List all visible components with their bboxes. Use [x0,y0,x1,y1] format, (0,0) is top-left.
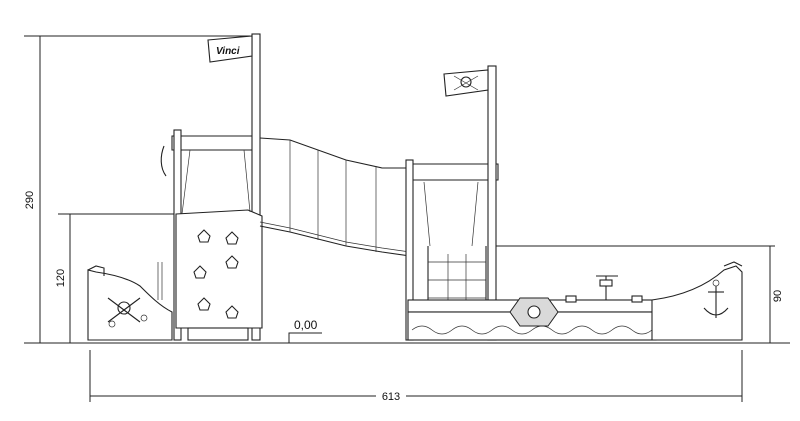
ship-hull [407,275,657,341]
dimension-right-platform-height: 90 [490,245,784,343]
dim-length-613-label: 613 [382,391,400,403]
climbing-holds [193,229,239,319]
ground-level-label: 0,00 [294,318,318,332]
ground-level-marker: 0,00 [288,318,322,343]
rope-bridge [259,137,411,257]
dimension-overall-length: 613 [89,350,743,403]
skull-crossbones-left [107,297,148,328]
left-ship-bow [87,262,173,341]
flag-brand-text: Vinci [216,46,240,57]
dim-height-120-label: 120 [55,269,67,287]
left-flag: Vinci [207,35,253,63]
right-flag [443,69,489,97]
right-tower [405,65,499,341]
dim-height-90-label: 90 [772,290,784,302]
left-tower [160,33,263,341]
dim-height-290-label: 290 [24,191,36,209]
dimension-overall-height: 290 [24,35,250,343]
dimension-left-platform-height: 120 [55,213,180,343]
periscope-item [596,275,618,300]
ship-steering-wheel [509,297,559,327]
anchor-icon [703,279,729,318]
right-ship-stern [651,261,743,341]
